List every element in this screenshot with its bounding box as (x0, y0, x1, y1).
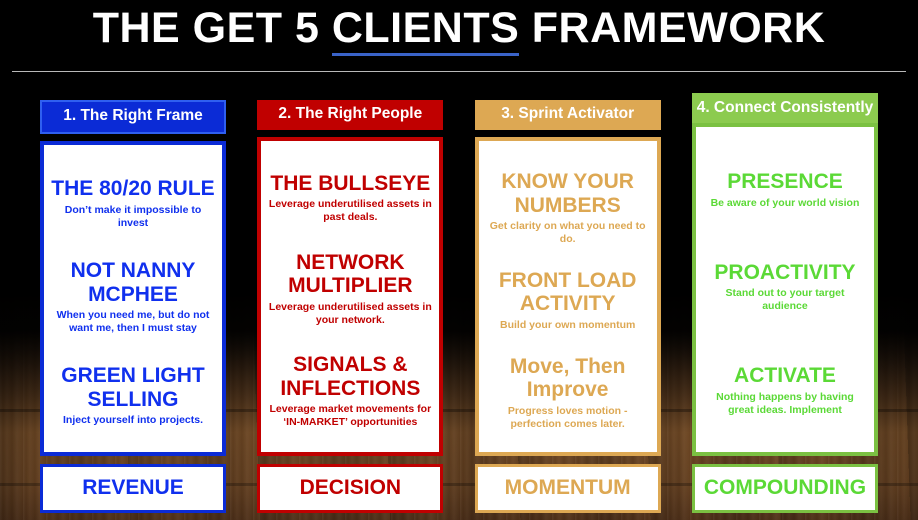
item-title: ACTIVATE (734, 364, 836, 388)
list-item: ACTIVATE Nothing happens by having great… (703, 362, 867, 418)
item-subtitle: Stand out to your target audience (725, 287, 845, 313)
item-subtitle: Progress loves motion - perfection comes… (507, 404, 628, 430)
slide-title-underlined: CLIENTS (331, 4, 520, 56)
column-connect-consistently: 4. Connect Consistently PRESENCE Be awar… (691, 93, 878, 513)
column-header-1: 1. The Right Frame (40, 100, 226, 134)
column-body-1: THE 80/20 RULE Don’t make it impossible … (40, 140, 226, 456)
column-footer-2: DECISION (257, 464, 444, 513)
column-sprint-activator: 3. Sprint Activator KNOW YOUR NUMBERS Ge… (474, 93, 661, 513)
item-title: KNOW YOUR NUMBERS (501, 170, 634, 217)
item-subtitle: Be aware of your world vision (710, 196, 860, 209)
list-item: NOT NANNY MCPHEE When you need me, but d… (51, 257, 215, 337)
item-title: FRONT LOAD ACTIVITY (498, 268, 637, 316)
item-subtitle: Get clarity on what you need to do. (489, 220, 646, 245)
item-title: THE BULLSEYE (270, 171, 431, 195)
list-item: THE 80/20 RULE Don’t make it impossible … (51, 175, 215, 231)
item-title: PRESENCE (727, 170, 843, 194)
item-title: SIGNALS & INFLECTIONS (280, 353, 421, 400)
column-body-2: THE BULLSEYE Leverage underutilised asse… (257, 136, 444, 456)
item-subtitle: Leverage underutilised assets in your ne… (268, 300, 432, 326)
column-footer-1: REVENUE (40, 464, 226, 513)
item-subtitle: Nothing happens by having great ideas. I… (716, 390, 854, 416)
column-footer-3: MOMENTUM (474, 464, 661, 513)
list-item: Move, Then Improve Progress loves motion… (486, 353, 650, 433)
item-subtitle: Leverage market movements for ‘IN-MARKET… (269, 403, 432, 428)
item-subtitle: Build your own momentum (499, 318, 636, 331)
item-title: NETWORK MULTIPLIER (288, 250, 413, 298)
list-item: NETWORK MULTIPLIER Leverage underutilise… (268, 249, 432, 329)
column-footer-4: COMPOUNDING (691, 464, 878, 513)
column-header-3: 3. Sprint Activator (474, 100, 661, 130)
slide-title-container: THE GET 5 CLIENTS FRAMEWORK (0, 0, 918, 56)
item-title: NOT NANNY MCPHEE (70, 259, 196, 306)
list-item: GREEN LIGHT SELLING Inject yourself into… (51, 362, 215, 429)
list-item: FRONT LOAD ACTIVITY Build your own momen… (486, 267, 650, 334)
column-header-2: 2. The Right People (257, 100, 444, 130)
slide-title: THE GET 5 CLIENTS FRAMEWORK (0, 4, 918, 56)
list-item: THE BULLSEYE Leverage underutilised asse… (268, 170, 432, 226)
slide-title-before: THE GET 5 (92, 4, 332, 52)
item-title: THE 80/20 RULE (51, 177, 215, 201)
list-item: SIGNALS & INFLECTIONS Leverage market mo… (268, 351, 432, 431)
column-body-4: PRESENCE Be aware of your world vision P… (691, 122, 878, 456)
list-item: PROACTIVITY Stand out to your target aud… (703, 259, 867, 315)
list-item: KNOW YOUR NUMBERS Get clarity on what yo… (486, 168, 650, 248)
item-title: PROACTIVITY (714, 260, 856, 284)
column-body-3: KNOW YOUR NUMBERS Get clarity on what yo… (474, 136, 661, 456)
title-divider (12, 71, 906, 72)
framework-columns: 1. The Right Frame THE 80/20 RULE Don’t … (0, 93, 918, 513)
item-subtitle: Inject yourself into projects. (62, 414, 204, 427)
item-subtitle: Don’t make it impossible to invest (64, 203, 202, 229)
column-header-4: 4. Connect Consistently (691, 93, 878, 123)
item-subtitle: Leverage underutilised assets in past de… (268, 198, 432, 224)
column-the-right-people: 2. The Right People THE BULLSEYE Leverag… (257, 93, 444, 513)
item-subtitle: When you need me, but do not want me, th… (56, 309, 210, 334)
column-the-right-frame: 1. The Right Frame THE 80/20 RULE Don’t … (40, 93, 226, 513)
list-item: PRESENCE Be aware of your world vision (703, 168, 867, 211)
item-title: GREEN LIGHT SELLING (61, 364, 205, 411)
item-title: Move, Then Improve (509, 354, 626, 402)
slide-title-after: FRAMEWORK (519, 4, 826, 52)
